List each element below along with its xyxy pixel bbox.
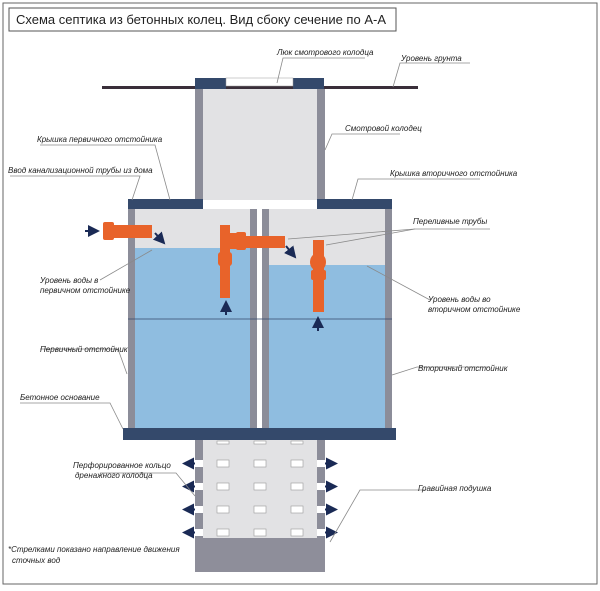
perforation-hole bbox=[253, 459, 267, 468]
label-water-primary-2: первичном отстойнике bbox=[40, 286, 131, 295]
perforation-hole bbox=[253, 505, 267, 514]
perforation-hole bbox=[253, 528, 267, 537]
overflow-discharge-arrow-icon bbox=[284, 245, 297, 259]
overflow-pipe bbox=[246, 236, 285, 248]
inlet-pipe bbox=[114, 225, 152, 238]
perforation-hole bbox=[253, 440, 267, 445]
label-water-primary: Уровень воды в bbox=[39, 276, 98, 285]
label-gravel: Гравийная подушка bbox=[418, 484, 492, 493]
wall-hole bbox=[317, 483, 325, 490]
secondary-pipe-coupling bbox=[311, 270, 326, 280]
gravel-bed bbox=[195, 538, 325, 572]
label-inlet: Ввод канализационной трубы из дома bbox=[8, 166, 153, 175]
overflow-tee-branch bbox=[230, 233, 238, 249]
label-primary-lid: Крышка первичного отстойника bbox=[37, 135, 163, 144]
wall-hole bbox=[317, 460, 325, 467]
inspection-well-interior bbox=[203, 89, 317, 200]
label-ground-level: Уровень грунта bbox=[400, 54, 462, 63]
wall-hole bbox=[317, 506, 325, 513]
label-water-secondary: Уровень воды во bbox=[427, 295, 491, 304]
hatch-frame-left bbox=[195, 78, 226, 89]
primary-tank-wall-right bbox=[250, 209, 257, 428]
secondary-tank-wall-right bbox=[385, 209, 392, 428]
label-overflow-pipes: Переливные трубы bbox=[413, 217, 487, 226]
perforation-hole bbox=[290, 505, 304, 514]
ground-line bbox=[102, 86, 418, 89]
wall-hole bbox=[195, 529, 203, 536]
wall-hole bbox=[195, 506, 203, 513]
wall-hole bbox=[317, 529, 325, 536]
inspection-well-wall-right bbox=[317, 89, 325, 200]
label-secondary-lid: Крышка вторичного отстойника bbox=[390, 169, 518, 178]
label-hatch: Люк смотрового колодца bbox=[276, 48, 374, 57]
label-inspection-well: Смотровой колодец bbox=[345, 124, 422, 133]
primary-lid bbox=[128, 199, 203, 209]
leader-lines bbox=[10, 57, 490, 543]
perforation-hole bbox=[216, 528, 230, 537]
seepage-arrows bbox=[182, 457, 338, 539]
perforation-hole bbox=[216, 440, 230, 445]
overflow-tee-coupling bbox=[218, 252, 232, 266]
perforation-hole bbox=[216, 459, 230, 468]
pipes bbox=[103, 222, 326, 312]
overflow-pipe-socket bbox=[236, 232, 246, 250]
inspection-well-wall-left bbox=[195, 89, 203, 200]
hatch-cover bbox=[225, 77, 294, 87]
secondary-tank-wall-left bbox=[262, 209, 269, 428]
title-box bbox=[8, 7, 397, 32]
perforation-hole bbox=[216, 482, 230, 491]
label-primary-tank: Первичный отстойник bbox=[40, 345, 129, 354]
perforation-hole bbox=[290, 482, 304, 491]
primary-tank-water bbox=[135, 248, 250, 428]
label-perforated-ring-2: дренажного колодца bbox=[75, 471, 153, 480]
note-arrows: *Стрелками показано направление движения bbox=[8, 545, 180, 554]
secondary-lid bbox=[317, 199, 392, 209]
flow-arrows bbox=[85, 225, 324, 331]
note-arrows-2: сточных вод bbox=[12, 556, 61, 565]
secondary-tank-water bbox=[269, 265, 385, 428]
primary-tank-wall-left bbox=[128, 209, 135, 428]
hatch-frame-right bbox=[293, 78, 324, 89]
diagram-title: Схема септика из бетонных колец. Вид сбо… bbox=[16, 12, 386, 27]
label-water-secondary-2: вторичном отстойнике bbox=[428, 305, 521, 314]
secondary-pipe-bulge bbox=[310, 253, 326, 271]
concrete-base bbox=[123, 428, 396, 440]
wall-hole bbox=[195, 460, 203, 467]
perforation-hole bbox=[290, 528, 304, 537]
inlet-pipe-socket bbox=[103, 222, 114, 240]
label-secondary-tank: Вторичный отстойник bbox=[418, 364, 509, 373]
perforation-hole bbox=[290, 459, 304, 468]
perforation-hole bbox=[253, 482, 267, 491]
inlet-discharge-arrow-icon bbox=[152, 231, 166, 245]
label-perforated-ring: Перфорированное кольцо bbox=[73, 461, 171, 470]
perforation-hole bbox=[216, 505, 230, 514]
perforation-holes bbox=[195, 440, 325, 537]
perforation-hole bbox=[290, 440, 304, 445]
wall-hole bbox=[195, 483, 203, 490]
label-concrete-base: Бетонное основание bbox=[20, 393, 100, 402]
